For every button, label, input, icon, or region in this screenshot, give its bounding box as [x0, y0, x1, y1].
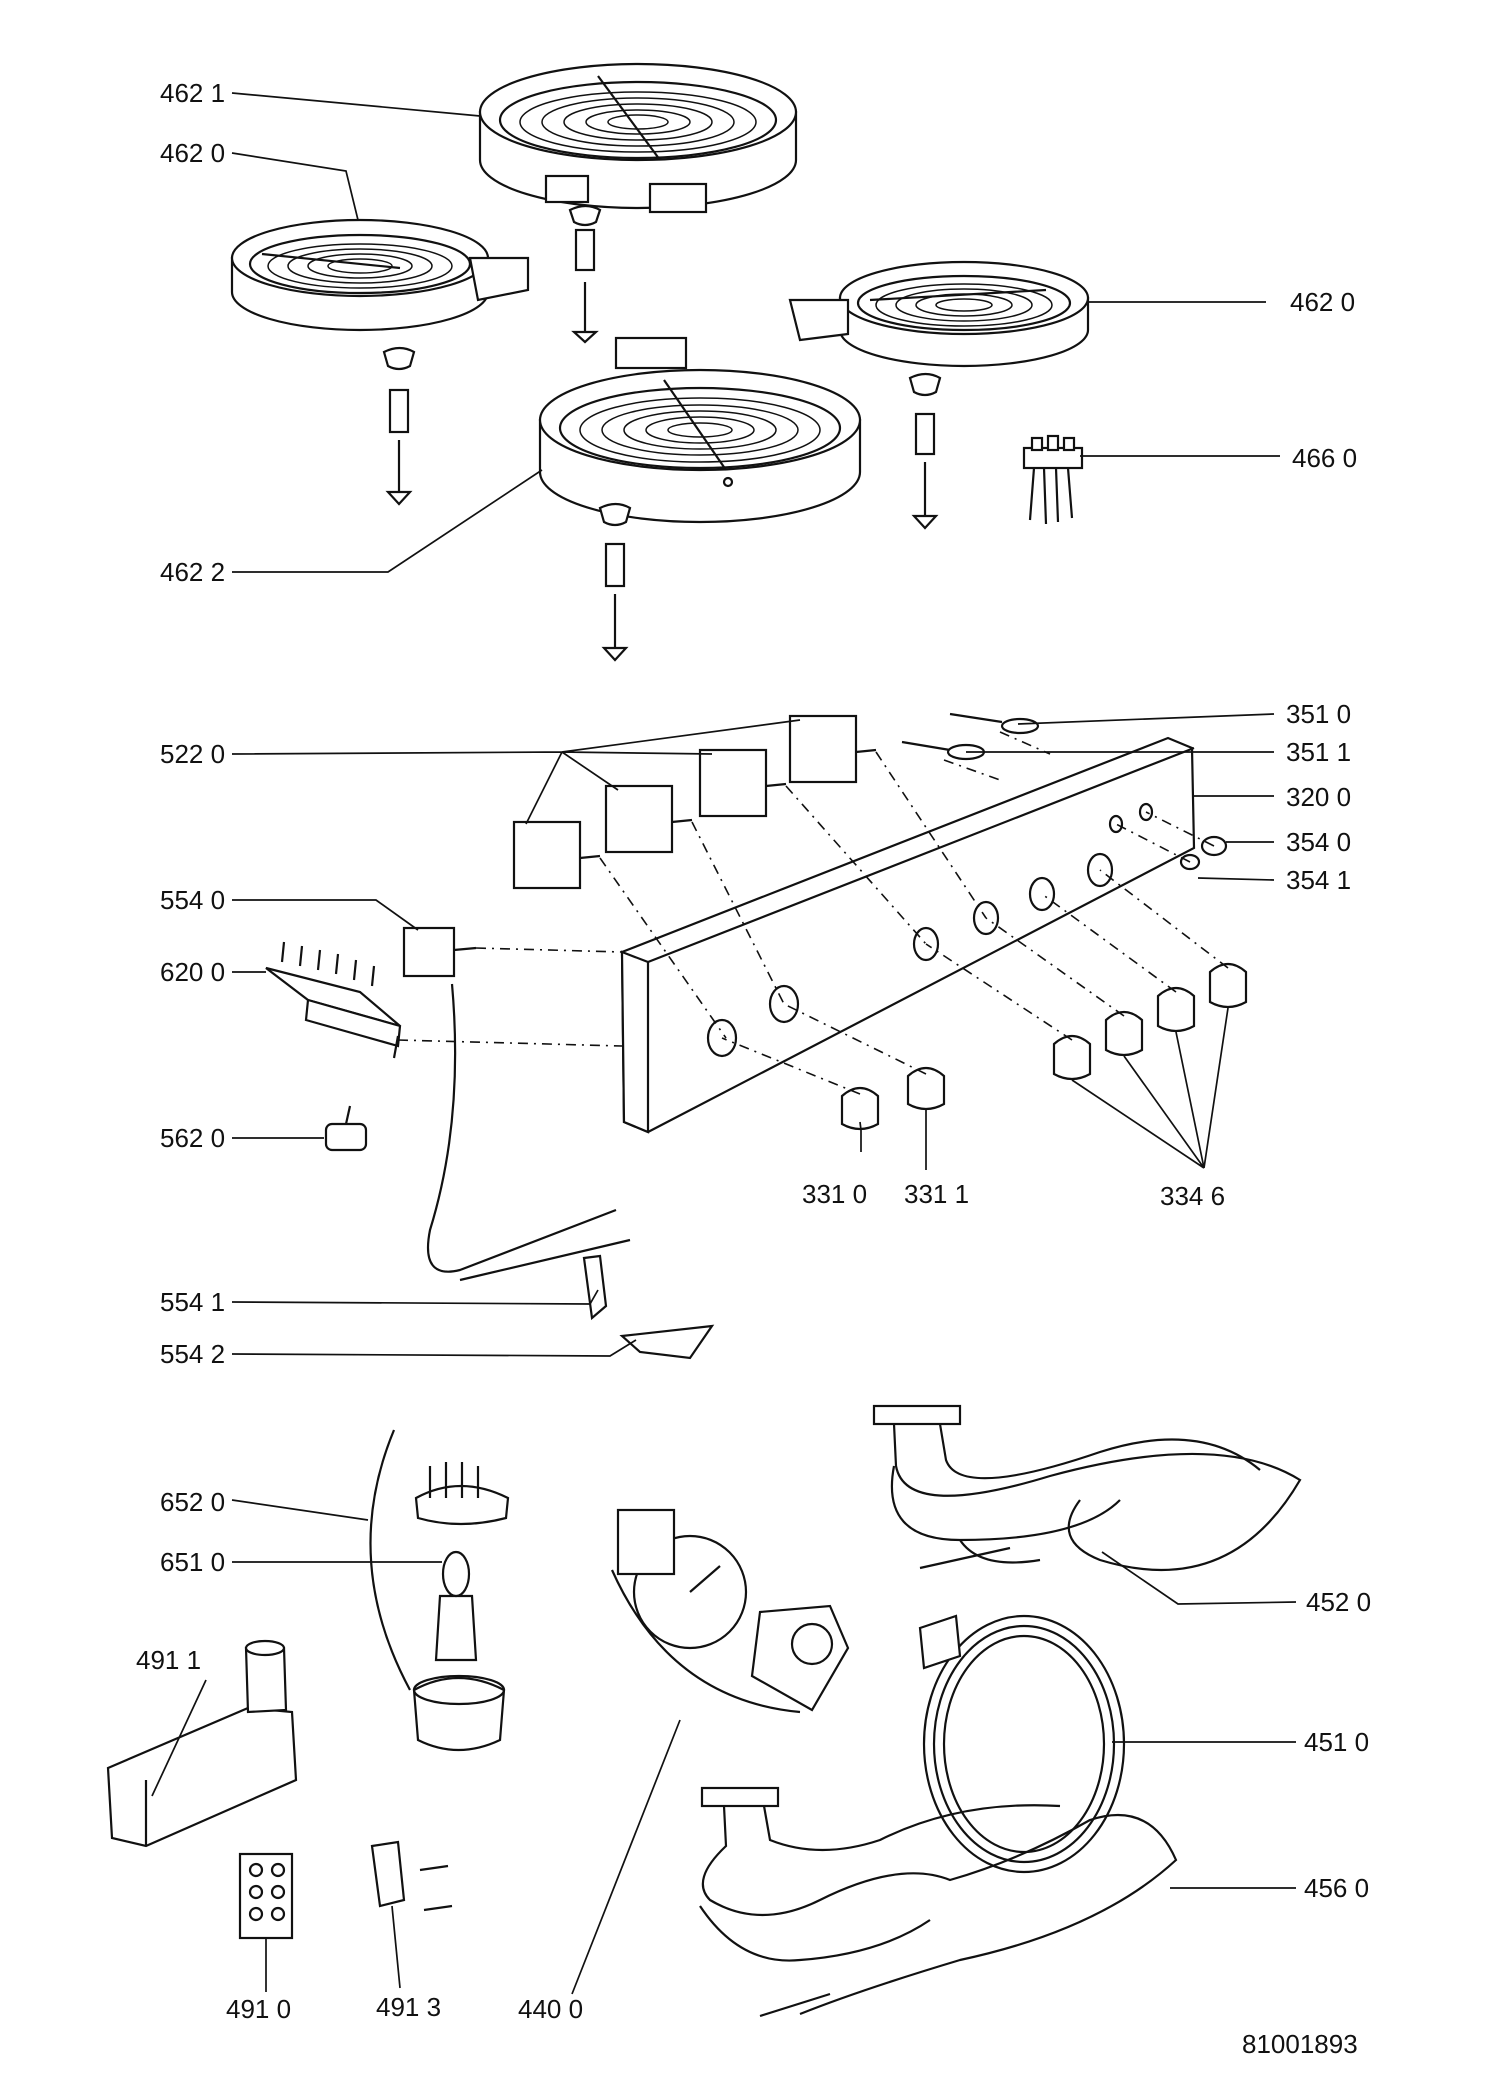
label-6200: 620 0	[160, 957, 225, 987]
hotplate-4620-left	[230, 218, 530, 332]
grill-element-4520	[872, 1404, 1302, 1572]
bracket-4911	[106, 1639, 298, 1848]
selector-switch-6200	[265, 941, 402, 1059]
label-3540: 354 0	[1286, 827, 1351, 857]
leader-lines	[151, 92, 1297, 1995]
base-element-4560	[699, 1786, 1178, 2018]
label-4911: 491 1	[136, 1645, 201, 1675]
clip-5620	[324, 1105, 368, 1152]
thermostat-switches-5220	[512, 714, 877, 890]
label-4913: 491 3	[376, 1992, 441, 2022]
bulb-holder-5541	[582, 1254, 608, 1321]
thermostat-5540	[402, 926, 477, 978]
knobs-3310-3311	[840, 1066, 946, 1131]
control-panel-3200	[620, 736, 1196, 1134]
label-4621: 462 1	[160, 78, 225, 108]
bracket-screws-4913	[370, 1840, 453, 1912]
fixing-spring-spacer-screw-stacks	[382, 204, 942, 662]
label-4620-right: 462 0	[1290, 287, 1355, 317]
label-5542: 554 2	[160, 1339, 225, 1369]
diagram-code: 81001893	[1242, 2029, 1358, 2059]
label-4510: 451 0	[1304, 1727, 1369, 1757]
terminal-block-4910	[238, 1852, 294, 1940]
capillary-tube	[426, 983, 631, 1282]
label-4622: 462 2	[160, 557, 225, 587]
label-3310: 331 0	[802, 1179, 867, 1209]
label-4520: 452 0	[1306, 1587, 1371, 1617]
knobs-3346	[1052, 962, 1248, 1081]
label-5220: 522 0	[160, 739, 225, 769]
label-3510: 351 0	[1286, 699, 1351, 729]
label-5620: 562 0	[160, 1123, 225, 1153]
hotplate-4622	[538, 336, 862, 524]
label-5541: 554 1	[160, 1287, 225, 1317]
label-4560: 456 0	[1304, 1873, 1369, 1903]
label-4620-left: 462 0	[160, 138, 225, 168]
sensor-clip-5542	[619, 1324, 715, 1360]
fan-assembly-4400	[610, 1508, 850, 1714]
part-labels: 462 1 462 0 462 0 466 0 462 2 522 0 351 …	[136, 78, 1371, 2059]
label-4400: 440 0	[518, 1994, 583, 2024]
label-3200: 320 0	[1286, 782, 1351, 812]
label-3541: 354 1	[1286, 865, 1351, 895]
hotplate-4621	[478, 62, 798, 214]
oven-lamp-group	[369, 1429, 510, 1752]
label-3311: 331 1	[904, 1179, 969, 1209]
label-6510: 651 0	[160, 1547, 225, 1577]
label-3346: 334 6	[1160, 1181, 1225, 1211]
label-4660: 466 0	[1292, 443, 1357, 473]
assembly-dash-lines	[397, 731, 1229, 1095]
connector-block-4660	[1022, 434, 1084, 525]
hotplate-4620-right	[788, 260, 1090, 368]
label-6520: 652 0	[160, 1487, 225, 1517]
label-3511: 351 1	[1286, 737, 1351, 767]
label-5540: 554 0	[160, 885, 225, 915]
circular-element-4510	[918, 1614, 1126, 1874]
label-4910: 491 0	[226, 1994, 291, 2024]
